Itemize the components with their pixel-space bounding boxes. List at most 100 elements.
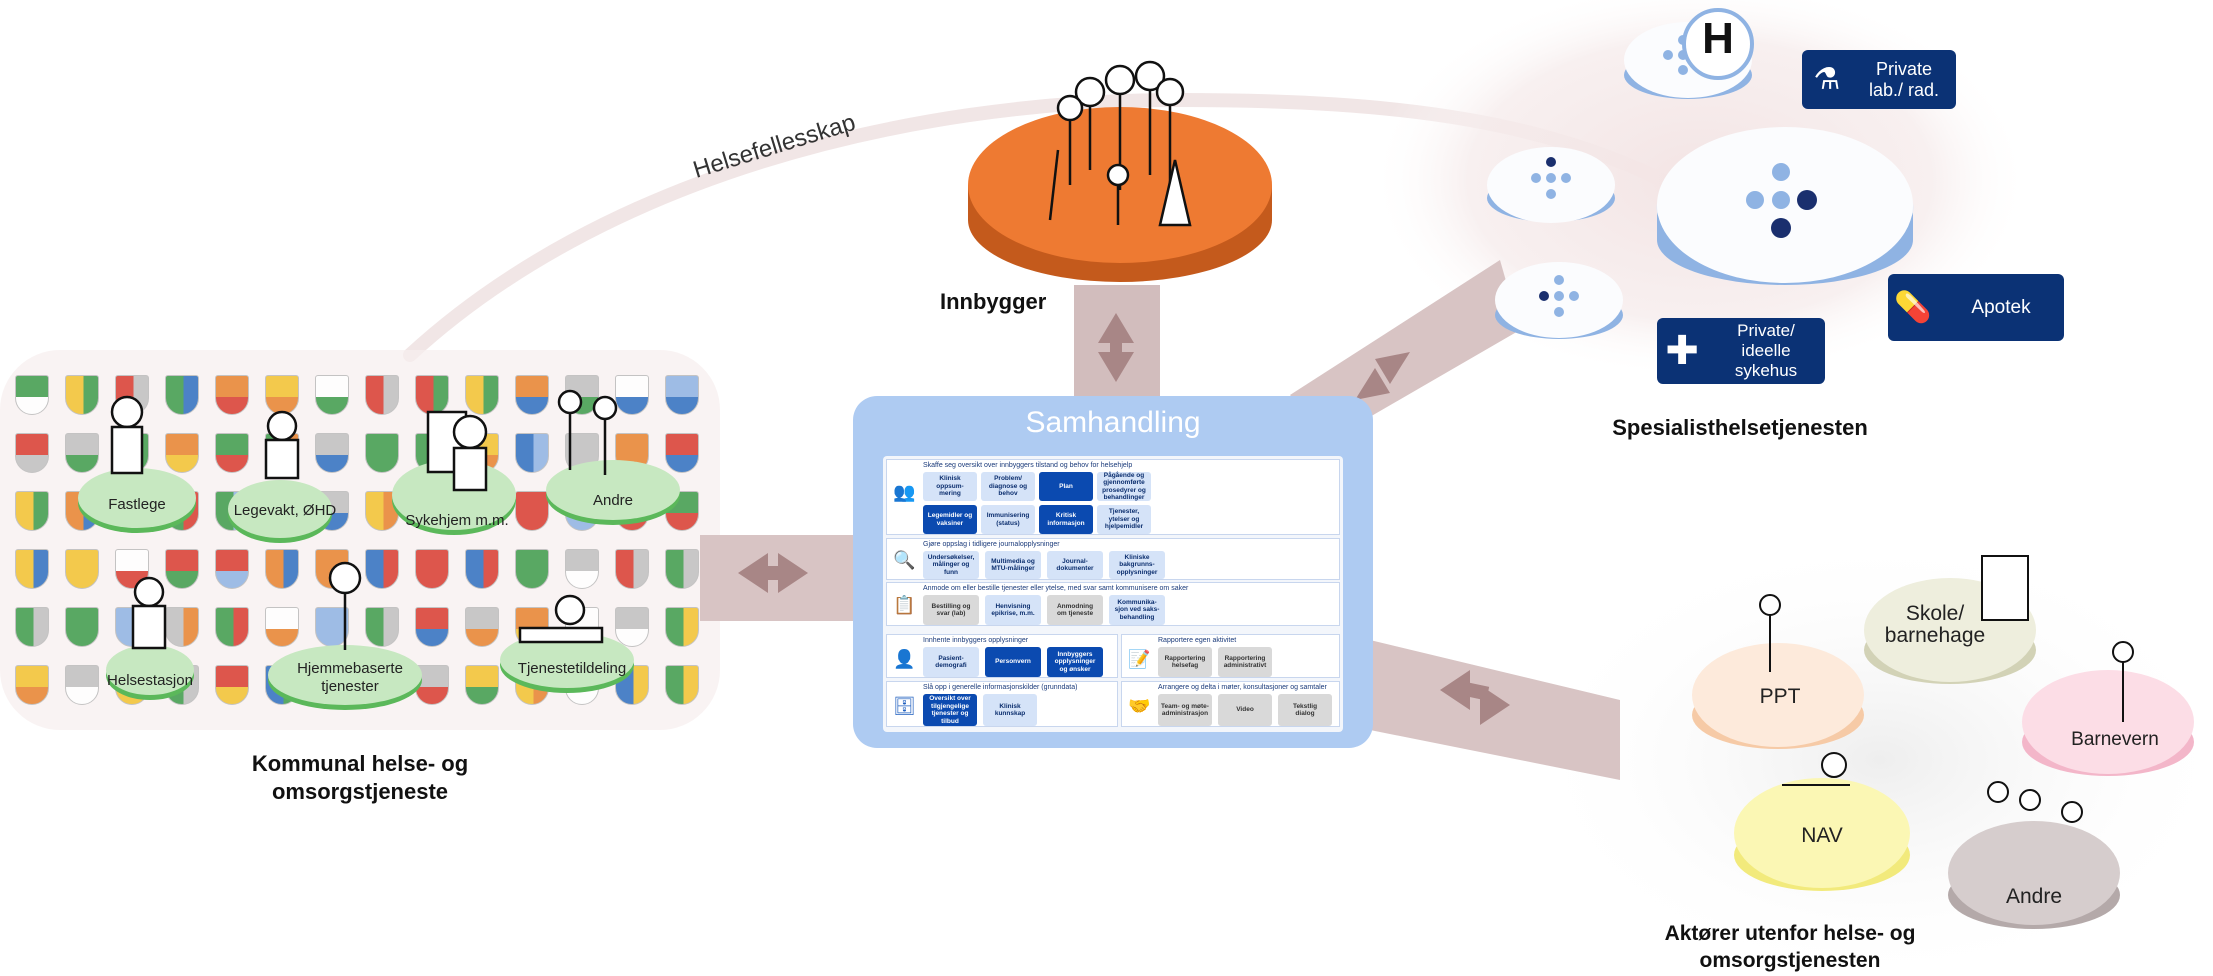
apotek-label: Apotek <box>1971 297 2031 318</box>
section-innhente: 👤 Innhente innbyggers opplysninger Pasie… <box>886 634 1118 678</box>
fastlege-label: Fastlege <box>108 496 166 513</box>
samhandling-panel: Samhandling 👥 Skaffe seg oversikt over i… <box>853 396 1373 748</box>
helsestasjon-disc <box>106 645 194 695</box>
coat-of-arms-icon <box>15 607 49 647</box>
capability-box: Team- og møte-administrasjon <box>1158 694 1212 726</box>
coat-of-arms-icon <box>515 549 549 589</box>
coat-of-arms-icon <box>215 607 249 647</box>
private-lab-line2: lab./ rad. <box>1868 79 1940 100</box>
spesialist-label: Spesialisthelsetjenesten <box>1612 415 1868 440</box>
andre-kommunal-label: Andre <box>592 492 634 509</box>
coat-of-arms-icon <box>315 375 349 415</box>
section-oppslag-title: Gjøre oppslag i tidligere journalopplysn… <box>923 541 1060 548</box>
coat-of-arms-icon <box>665 375 699 415</box>
aktorer-label-line1: Aktører utenfor helse- og <box>1664 922 1916 945</box>
coat-of-arms-icon <box>215 549 249 589</box>
microscope-icon: ⚗ <box>1813 63 1841 96</box>
arrow-kommunal <box>738 553 808 593</box>
section-moter: 🤝 Arrangere og delta i møter, konsultasj… <box>1121 681 1340 727</box>
coat-of-arms-icon <box>365 607 399 647</box>
coat-of-arms-icon <box>65 375 99 415</box>
aktorer-label: Aktører utenfor helse- og omsorgstjenest… <box>1630 920 1950 974</box>
apotek-badge: 💊 Apotek <box>1888 274 2064 341</box>
coat-of-arms-icon <box>515 491 549 531</box>
coat-of-arms-icon <box>165 433 199 473</box>
andre-aktorer-label: Andre <box>2005 885 2063 908</box>
coat-of-arms-icon <box>565 549 599 589</box>
search-icon: 🔍 <box>893 550 916 570</box>
andre-kommunal-disc <box>546 460 680 520</box>
coat-of-arms-icon <box>465 549 499 589</box>
coat-of-arms-icon <box>465 375 499 415</box>
section-oversikt-title: Skaffe seg oversikt over innbyggers tils… <box>923 462 1133 469</box>
kommunal-label: Kommunal helse- og omsorgstjeneste <box>220 750 500 806</box>
coat-of-arms-icon <box>165 549 199 589</box>
section-grunndata: 🗄 Slå opp i generelle informasjonskilder… <box>886 681 1118 727</box>
coat-of-arms-icon <box>415 607 449 647</box>
coat-of-arms-icon <box>615 607 649 647</box>
coat-of-arms-icon <box>415 549 449 589</box>
arrow-spesialist <box>1355 352 1410 400</box>
barnevern-label: Barnevern <box>2071 729 2159 750</box>
section-anmode-title: Anmode om eller bestille tjenester eller… <box>923 585 1189 592</box>
capability-box: Personvern <box>985 647 1041 677</box>
section-rapportere-title: Rapportere egen aktivitet <box>1158 637 1237 644</box>
coat-of-arms-icon <box>665 607 699 647</box>
hospital-h-icon <box>1682 8 1754 80</box>
coat-of-arms-icon <box>15 665 49 705</box>
coat-of-arms-icon <box>215 433 249 473</box>
private-ideelle-line1: Private/ <box>1737 321 1795 340</box>
coat-of-arms-icon <box>365 375 399 415</box>
private-lab-line1: Private <box>1875 58 1933 79</box>
coat-of-arms-icon <box>465 607 499 647</box>
coat-of-arms-icon <box>615 375 649 415</box>
database-icon: 🗄 <box>893 696 916 716</box>
coat-of-arms-icon <box>15 549 49 589</box>
person-icon: 👤 <box>893 649 916 669</box>
coat-of-arms-icon <box>665 665 699 705</box>
coat-of-arms-icon <box>315 607 349 647</box>
capability-box: Plan <box>1039 472 1093 501</box>
coat-of-arms-icon <box>465 665 499 705</box>
coat-of-arms-icon <box>15 375 49 415</box>
skole-line1: Skole/ <box>1905 602 1965 625</box>
coat-of-arms-icon <box>365 549 399 589</box>
spesialist-disc-2 <box>1495 262 1623 339</box>
section-innhente-title: Innhente innbyggers opplysninger <box>923 637 1029 644</box>
arrow-innbygger <box>1098 313 1134 382</box>
capability-box: Immunisering(status) <box>981 505 1035 534</box>
coat-of-arms-icon <box>665 549 699 589</box>
sykehjem-label: Sykehjem m.m. <box>405 512 509 529</box>
coat-of-arms-icon <box>215 375 249 415</box>
coat-of-arms-icon <box>265 549 299 589</box>
samhandling-inner: 👥 Skaffe seg oversikt over innbyggers ti… <box>883 456 1343 732</box>
aktorer-discs <box>1692 578 2194 929</box>
capability-box: Video <box>1218 694 1272 726</box>
capability-box: Journal-dokumenter <box>1047 551 1103 579</box>
coat-of-arms-icon <box>415 375 449 415</box>
coat-of-arms-icon <box>515 375 549 415</box>
people-icon: 👥 <box>893 482 916 502</box>
legevakt-disc <box>228 480 332 538</box>
coat-of-arms-icon <box>315 433 349 473</box>
